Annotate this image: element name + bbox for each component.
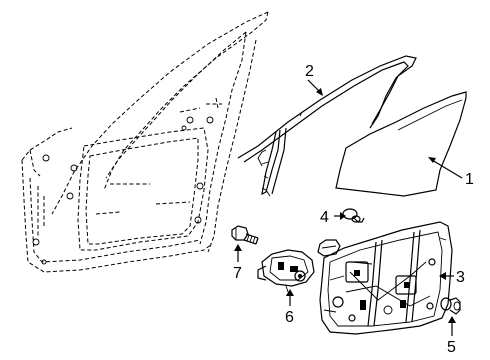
regulator-motor (257, 249, 315, 293)
callout-7: 7 (233, 265, 242, 282)
glass-run-channel (237, 55, 417, 197)
door-frame-shell (21, 11, 269, 273)
leader-lines (234, 79, 463, 336)
clip-part-4 (342, 208, 365, 223)
callout-1: 1 (465, 171, 474, 188)
clip-part-5 (440, 297, 461, 315)
callout-5: 5 (447, 339, 456, 356)
callout-3: 3 (456, 269, 465, 286)
bolt-part-7 (231, 225, 259, 245)
callout-2: 2 (305, 63, 314, 80)
callout-6: 6 (285, 309, 294, 326)
callout-4: 4 (320, 209, 329, 226)
window-regulator (317, 221, 453, 335)
door-glass (335, 91, 467, 197)
